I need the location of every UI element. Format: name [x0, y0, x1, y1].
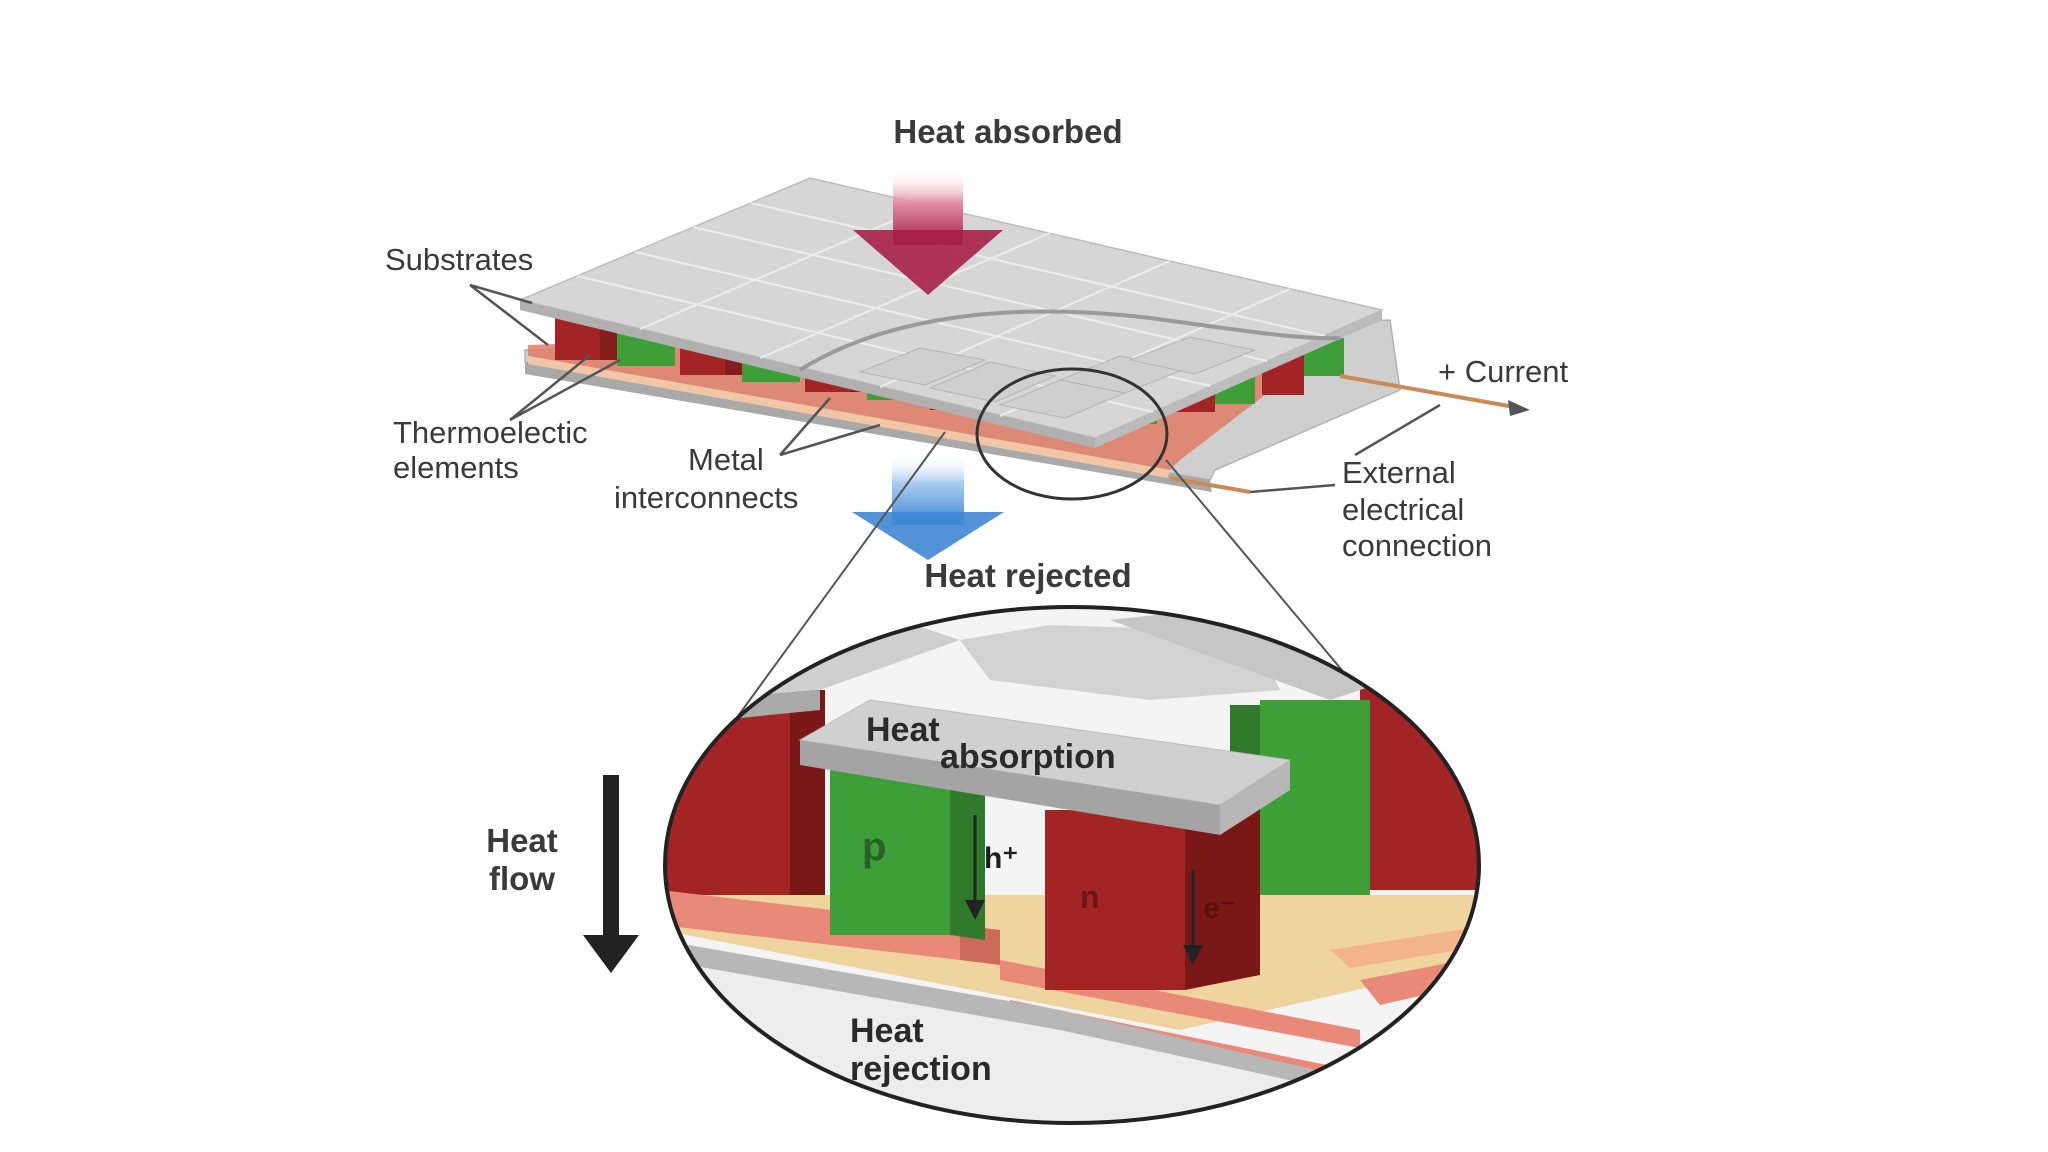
- heat-flow-label: Heat: [486, 822, 558, 859]
- exposed-interconnects: [858, 336, 1257, 419]
- zoom-detail: [665, 607, 1479, 1123]
- thermoelectric-label-2: elements: [393, 450, 519, 485]
- current-label: + Current: [1438, 354, 1568, 389]
- heat-absorbed-label: Heat absorbed: [893, 113, 1122, 150]
- heat-absorption-label: Heat: [866, 711, 940, 749]
- zoom-circle: [975, 367, 1169, 501]
- metal-interconnects-label: Metal: [688, 442, 764, 477]
- zoom-line-left: [721, 431, 946, 739]
- heat-rejected-arrow: [852, 455, 1004, 560]
- current-arrow-head: [1508, 400, 1530, 416]
- heat-absorption-label-2: absorption: [940, 738, 1116, 776]
- heat-rejection-label: Heat: [850, 1012, 924, 1050]
- substrates-label: Substrates: [385, 242, 533, 277]
- heat-rejected-label: Heat rejected: [924, 557, 1131, 594]
- heat-flow-arrow: [583, 775, 639, 973]
- zoom-frame: [663, 605, 1481, 1125]
- p-type-label: p: [862, 825, 886, 869]
- n-type-label: n: [1080, 879, 1100, 915]
- thermoelectric-module: [517, 177, 1530, 501]
- p-type-pillar: [830, 770, 950, 935]
- external-connection-label-3: connection: [1342, 528, 1492, 563]
- hole-label: h⁺: [984, 842, 1018, 875]
- electron-label: e⁻: [1203, 892, 1236, 925]
- thermoelectric-label: Thermoelectic: [393, 415, 588, 450]
- external-connection-label: External: [1342, 455, 1456, 490]
- metal-interconnects-label-2: interconnects: [614, 480, 798, 515]
- external-connection-label-2: electrical: [1342, 492, 1464, 527]
- heat-rejection-label-2: rejection: [850, 1050, 992, 1088]
- heat-flow-label-2: flow: [489, 860, 555, 897]
- heat-absorbed-arrow: [853, 170, 1003, 295]
- n-type-pillar: [1045, 810, 1185, 990]
